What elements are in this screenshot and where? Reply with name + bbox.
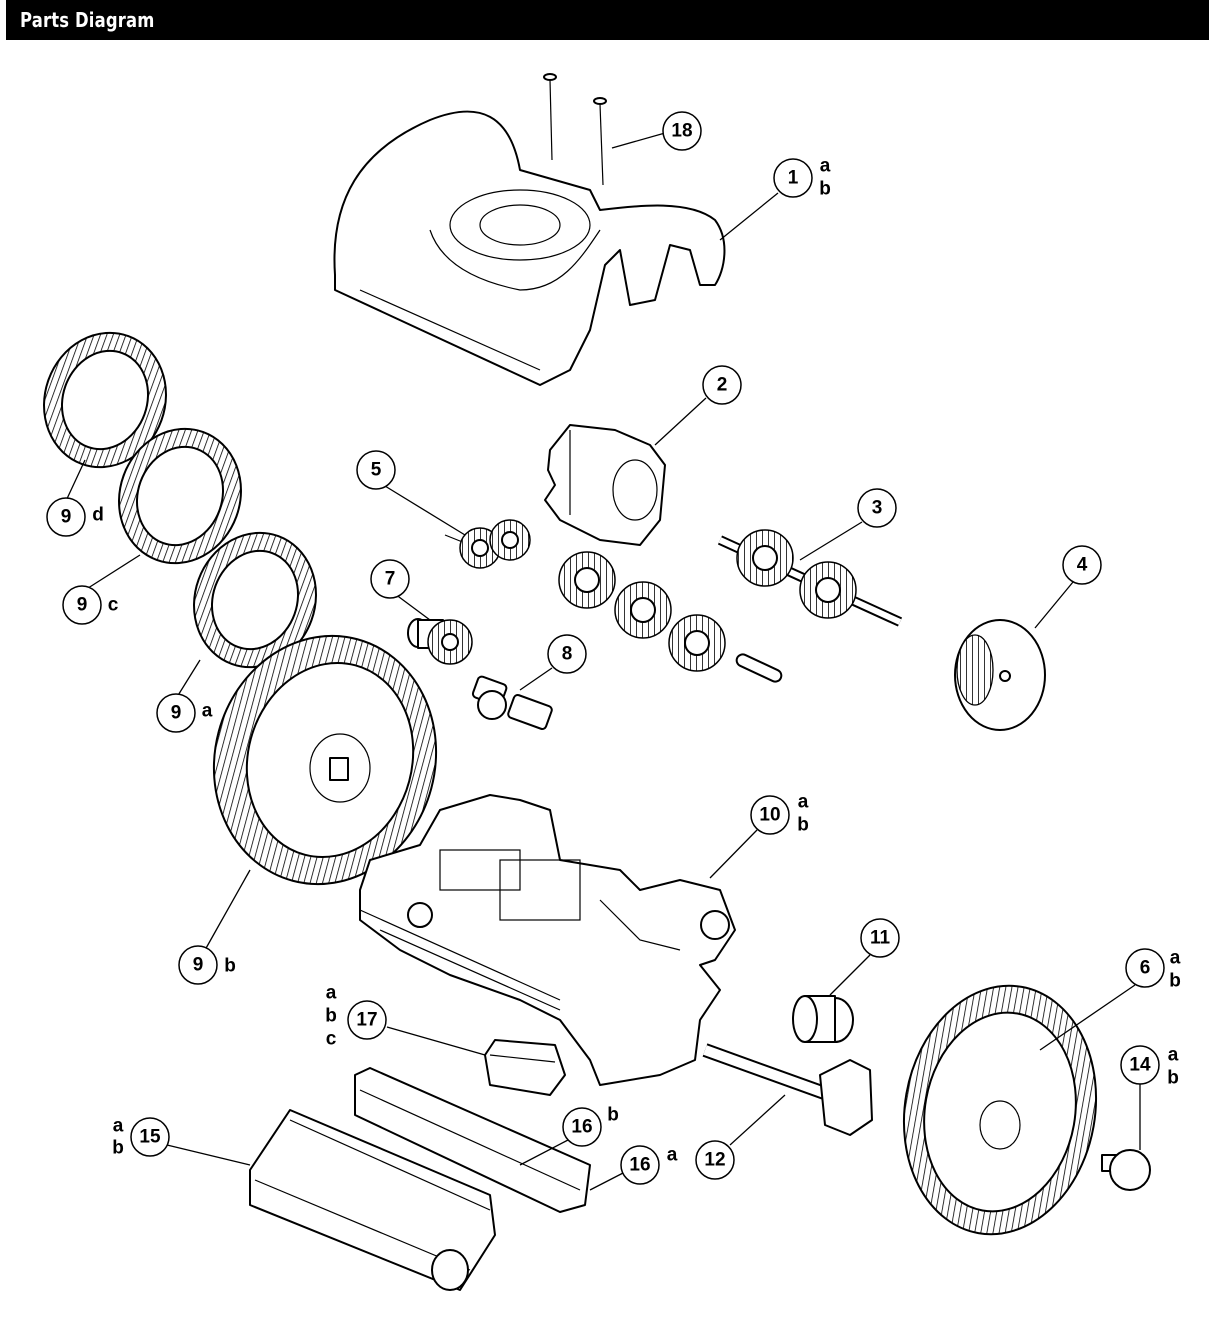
axle-gears-part (717, 529, 903, 627)
large-wheel-right-part (902, 984, 1098, 1236)
pinion-gear-part (407, 618, 473, 665)
svg-text:b: b (224, 956, 236, 977)
svg-text:15: 15 (139, 1127, 161, 1148)
tire-ring-a-part (193, 531, 317, 669)
svg-text:9: 9 (193, 955, 204, 976)
svg-text:9: 9 (77, 595, 88, 616)
svg-text:17: 17 (356, 1010, 377, 1031)
callout-9d: 9 d (46, 497, 104, 537)
svg-text:9: 9 (171, 703, 182, 724)
svg-text:d: d (92, 505, 104, 526)
drive-shaft-part (702, 1043, 873, 1136)
skirt-part (354, 1067, 591, 1213)
callout-16a: 16 a (620, 1145, 678, 1185)
latch-part (484, 1039, 566, 1096)
svg-text:c: c (108, 595, 119, 616)
housing-part (544, 424, 666, 546)
svg-text:11: 11 (870, 928, 891, 949)
callout-8: 8 (547, 634, 587, 674)
svg-text:8: 8 (562, 644, 573, 665)
svg-text:4: 4 (1077, 555, 1088, 576)
svg-text:a: a (798, 792, 809, 813)
svg-text:b: b (819, 179, 831, 200)
callout-2: 2 (702, 365, 742, 405)
callout-16b: 16 b (562, 1105, 619, 1147)
svg-text:5: 5 (371, 460, 382, 481)
tire-ring-c-part (118, 427, 242, 565)
callout-11: 11 (860, 918, 900, 958)
callout-5: 5 (356, 450, 396, 490)
svg-text:b: b (1167, 1068, 1179, 1089)
callout-9a: 9 a (156, 693, 213, 733)
svg-text:b: b (797, 815, 809, 836)
callout-12: 12 (695, 1140, 735, 1180)
callout-3: 3 (857, 488, 897, 528)
gear-pair-part (444, 519, 531, 569)
callout-6: 6 a b (1125, 948, 1181, 992)
svg-text:b: b (112, 1138, 124, 1159)
svg-text:14: 14 (1129, 1055, 1151, 1076)
svg-text:a: a (667, 1145, 678, 1166)
svg-text:a: a (1170, 948, 1181, 969)
svg-text:6: 6 (1140, 958, 1151, 979)
hubcap-part (1101, 1149, 1151, 1191)
large-wheel-left-part (212, 634, 438, 886)
svg-text:a: a (1168, 1045, 1179, 1066)
roller-brush-part (249, 1109, 496, 1291)
svg-text:18: 18 (671, 121, 692, 142)
callout-9b: 9 b (178, 945, 236, 985)
svg-text:a: a (326, 983, 337, 1004)
svg-text:b: b (607, 1105, 619, 1126)
end-cap-part (954, 619, 1046, 731)
svg-text:a: a (820, 156, 831, 177)
callout-4: 4 (1062, 545, 1102, 585)
chassis-part (359, 794, 736, 1086)
header-bar: Parts Diagram (6, 0, 1209, 40)
page-title: Parts Diagram (20, 8, 155, 32)
top-cover-part (333, 110, 726, 386)
callout-15: 15 a b (112, 1116, 170, 1159)
svg-text:16: 16 (629, 1155, 650, 1176)
callout-1: 1 a b (773, 156, 831, 200)
tire-ring-d-part (43, 331, 167, 469)
svg-text:3: 3 (872, 498, 883, 519)
shaft-gear-part (471, 675, 553, 730)
leader-lines (64, 132, 1141, 1191)
svg-text:a: a (202, 701, 213, 722)
callout-14: 14 a b (1120, 1045, 1179, 1089)
svg-text:c: c (326, 1029, 337, 1050)
callout-17: 17 a b c (325, 983, 387, 1050)
svg-text:9: 9 (61, 507, 72, 528)
svg-text:7: 7 (385, 569, 396, 590)
svg-text:16: 16 (571, 1117, 592, 1138)
svg-text:b: b (325, 1006, 337, 1027)
svg-text:1: 1 (788, 168, 799, 189)
callout-7: 7 (370, 559, 410, 599)
svg-text:2: 2 (717, 375, 728, 396)
center-gears-part (558, 551, 783, 683)
callout-9c: 9 c (62, 585, 119, 625)
svg-text:a: a (113, 1116, 124, 1137)
svg-text:10: 10 (759, 805, 780, 826)
callout-18: 18 (662, 111, 702, 151)
callout-10: 10 a b (750, 792, 809, 836)
svg-text:12: 12 (704, 1150, 725, 1171)
svg-text:b: b (1169, 971, 1181, 992)
bushing-part (792, 995, 854, 1043)
